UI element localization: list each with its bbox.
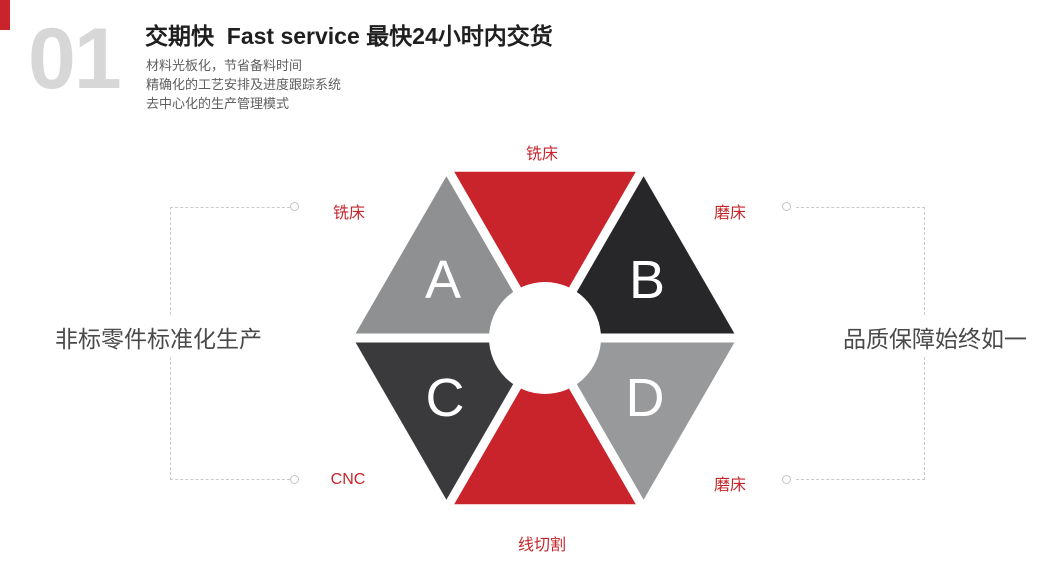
label-lower-left: CNC <box>330 471 366 488</box>
connector-dot-upper-right <box>782 202 791 211</box>
label-upper-right: 磨床 <box>713 205 746 222</box>
corner-accent-bar <box>0 0 10 30</box>
label-lower-right: 磨床 <box>713 477 746 494</box>
feature-list: 材料光板化，节省备料时间 精确化的工艺安排及进度跟踪系统 去中心化的生产管理模式 <box>146 56 341 113</box>
label-bottom: 线切割 <box>517 537 566 554</box>
segment-letter-b: B <box>629 250 665 310</box>
slide-title: 交期快 Fast service 最快24小时内交货 <box>145 23 553 49</box>
feature-line-3: 去中心化的生产管理模式 <box>146 96 290 111</box>
segment-letter-a: A <box>425 250 461 310</box>
connector-dot-upper-left <box>290 202 299 211</box>
segment-lower-left <box>353 338 545 505</box>
hexagon-diagram: A B C D <box>353 169 737 507</box>
right-caption: 品质保障始终如一 <box>837 317 1033 357</box>
connector-dot-lower-right <box>782 475 791 484</box>
segment-letter-c: C <box>426 368 465 428</box>
segment-upper-right <box>545 171 737 338</box>
segment-lower-right <box>545 338 737 505</box>
segment-letter-d: D <box>626 368 665 428</box>
segment-bottom <box>449 338 641 505</box>
segment-upper-left <box>353 171 545 338</box>
connector-dot-lower-left <box>290 475 299 484</box>
feature-line-1: 材料光板化，节省备料时间 <box>146 58 303 73</box>
center-circle <box>489 282 601 394</box>
feature-line-2: 精确化的工艺安排及进度跟踪系统 <box>146 77 342 92</box>
label-upper-left: 铣床 <box>332 205 365 222</box>
label-top: 铣床 <box>525 146 558 163</box>
segment-top <box>449 171 641 338</box>
left-caption: 非标零件标准化生产 <box>49 317 268 357</box>
section-number: 01 <box>28 11 122 107</box>
